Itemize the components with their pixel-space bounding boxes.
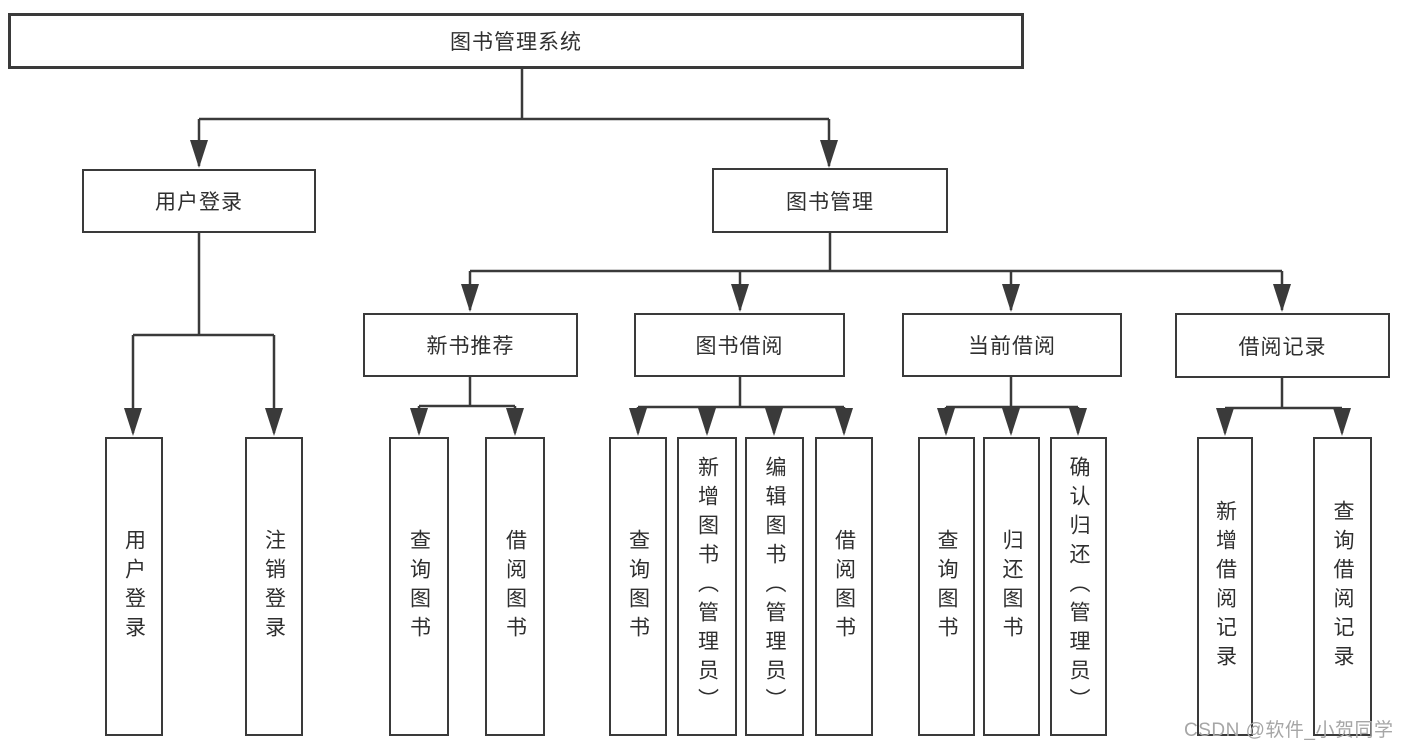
leaf-borrow-books-label: 借阅图书	[832, 528, 856, 645]
node-current-borrowing-label: 当前借阅	[968, 335, 1056, 358]
leaf-query-books-current-label: 查询图书	[935, 528, 958, 645]
leaf-query-books-current: 查询图书	[918, 437, 975, 736]
leaf-user-login-label: 用户登录	[122, 528, 146, 645]
leaf-query-books-borrowing: 查询图书	[609, 437, 667, 736]
node-current-borrowing: 当前借阅	[902, 313, 1122, 377]
node-new-book-recommendation: 新书推荐	[363, 313, 578, 377]
node-book-borrowing: 图书借阅	[634, 313, 845, 377]
arrowheads	[124, 140, 1351, 436]
leaf-query-borrow-record-label: 查询借阅记录	[1331, 499, 1354, 674]
node-borrowing-records: 借阅记录	[1175, 313, 1390, 378]
leaf-confirm-return-admin-label: 确认归还（管理员）	[1067, 456, 1090, 717]
leaf-query-books-borrowing-label: 查询图书	[626, 528, 650, 645]
root-node-system: 图书管理系统	[8, 13, 1024, 69]
leaf-edit-books-admin-label: 编辑图书（管理员）	[763, 456, 786, 717]
leaf-return-books: 归还图书	[983, 437, 1040, 736]
leaf-query-borrow-record: 查询借阅记录	[1313, 437, 1372, 736]
leaf-borrow-books-recommend: 借阅图书	[485, 437, 545, 736]
node-book-management: 图书管理	[712, 168, 948, 233]
leaf-query-books-recommend-label: 查询图书	[407, 528, 431, 645]
leaf-logout: 注销登录	[245, 437, 303, 736]
watermark: CSDN @软件_小贺同学	[1184, 720, 1394, 741]
leaf-borrow-books-recommend-label: 借阅图书	[503, 528, 527, 645]
leaf-return-books-label: 归还图书	[1000, 528, 1023, 645]
leaf-query-books-recommend: 查询图书	[389, 437, 449, 736]
root-node-label: 图书管理系统	[450, 31, 582, 54]
node-user-login-label: 用户登录	[155, 191, 243, 214]
leaf-add-books-admin: 新增图书（管理员）	[677, 437, 737, 736]
node-borrowing-records-label: 借阅记录	[1238, 335, 1327, 359]
leaf-add-borrow-record-label: 新增借阅记录	[1213, 499, 1237, 674]
leaf-borrow-books: 借阅图书	[815, 437, 873, 736]
leaf-logout-label: 注销登录	[262, 528, 286, 645]
node-new-book-recommendation-label: 新书推荐	[426, 335, 515, 358]
leaf-add-books-admin-label: 新增图书（管理员）	[695, 456, 719, 717]
node-user-login: 用户登录	[82, 169, 316, 233]
leaf-add-borrow-record: 新增借阅记录	[1197, 437, 1253, 736]
leaf-user-login: 用户登录	[105, 437, 163, 736]
node-book-management-label: 图书管理	[786, 190, 874, 214]
leaf-edit-books-admin: 编辑图书（管理员）	[745, 437, 804, 736]
connector-paths	[131, 69, 1344, 433]
leaf-confirm-return-admin: 确认归还（管理员）	[1050, 437, 1107, 736]
node-book-borrowing-label: 图书借阅	[695, 335, 784, 358]
